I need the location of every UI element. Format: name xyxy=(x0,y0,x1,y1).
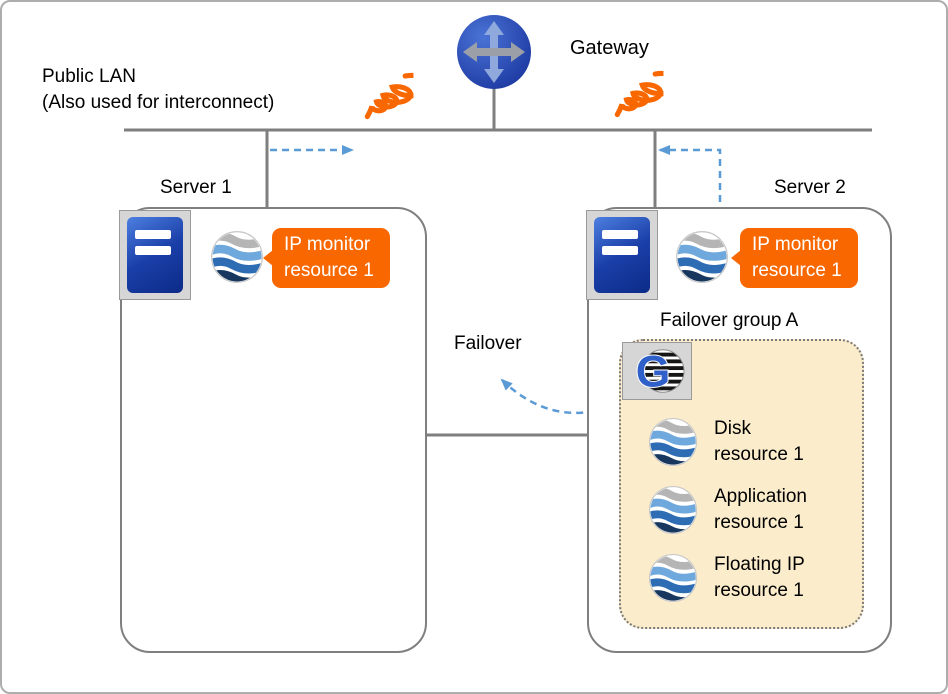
resource-label: Disk resource 1 xyxy=(714,418,804,465)
cluster-logo-icon: G xyxy=(622,342,692,400)
public-lan-line2: (Also used for interconnect) xyxy=(42,92,275,113)
resource-globe-icon xyxy=(648,417,698,467)
resource-row-floating-ip: Floating IP resource 1 xyxy=(648,552,858,604)
public-lan-label: Public LAN (Also used for interconnect) xyxy=(42,64,274,116)
resource-globe-icon xyxy=(648,553,698,603)
ip-monitor-badge-label: IP monitor resource 1 xyxy=(752,234,842,281)
gateway-icon xyxy=(456,14,532,90)
monitor-arrow-right xyxy=(658,145,722,202)
resource-row-disk: Disk resource 1 xyxy=(648,416,858,468)
server2-ip-monitor-badge: IP monitor resource 1 xyxy=(740,228,858,288)
ip-monitor-badge-label: IP monitor resource 1 xyxy=(284,234,374,281)
server1-server-icon xyxy=(119,210,191,300)
server2-server-icon xyxy=(586,210,658,300)
resource-row-application: Application resource 1 xyxy=(648,484,858,536)
network-coil-icon-left xyxy=(352,64,414,136)
server2-label: Server 2 xyxy=(774,177,846,198)
server1-label: Server 1 xyxy=(160,177,232,198)
server2-resource-globe-icon xyxy=(675,230,729,284)
public-lan-line1: Public LAN xyxy=(42,66,136,87)
resource-label: Application resource 1 xyxy=(714,486,807,533)
gateway-label: Gateway xyxy=(570,37,649,59)
failover-group-label: Failover group A xyxy=(660,310,799,331)
failover-label: Failover xyxy=(454,333,522,354)
svg-text:G: G xyxy=(636,347,671,396)
server1-resource-globe-icon xyxy=(210,230,264,284)
resource-globe-icon xyxy=(648,485,698,535)
network-coil-icon-right xyxy=(602,62,664,134)
server-tower-icon xyxy=(594,217,650,293)
server-tower-icon xyxy=(127,217,183,293)
resource-label: Floating IP resource 1 xyxy=(714,554,805,601)
server1-ip-monitor-badge: IP monitor resource 1 xyxy=(272,228,390,288)
